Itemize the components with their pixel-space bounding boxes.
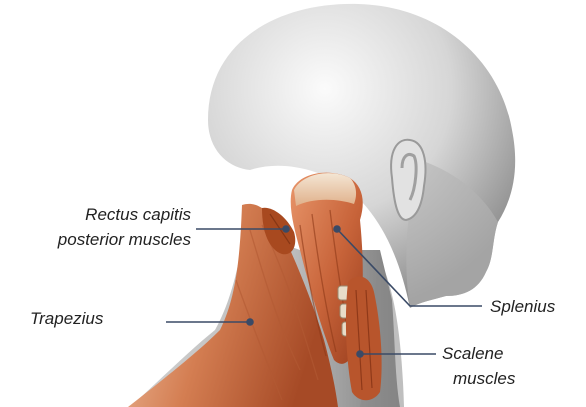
- leader-trapezius-dot: [247, 319, 253, 325]
- label-splenius: Splenius: [490, 296, 555, 318]
- label-scalene-line2: muscles: [453, 368, 515, 390]
- leader-splenius-dot: [334, 226, 340, 232]
- label-rectus-capitis-line2: posterior muscles: [58, 229, 191, 251]
- leader-rectus-capitis-dot: [283, 226, 289, 232]
- label-trapezius: Trapezius: [30, 308, 103, 330]
- leader-scalene-dot: [357, 351, 363, 357]
- label-rectus-capitis-line1: Rectus capitis: [85, 204, 191, 226]
- label-scalene-line1: Scalene: [442, 343, 503, 365]
